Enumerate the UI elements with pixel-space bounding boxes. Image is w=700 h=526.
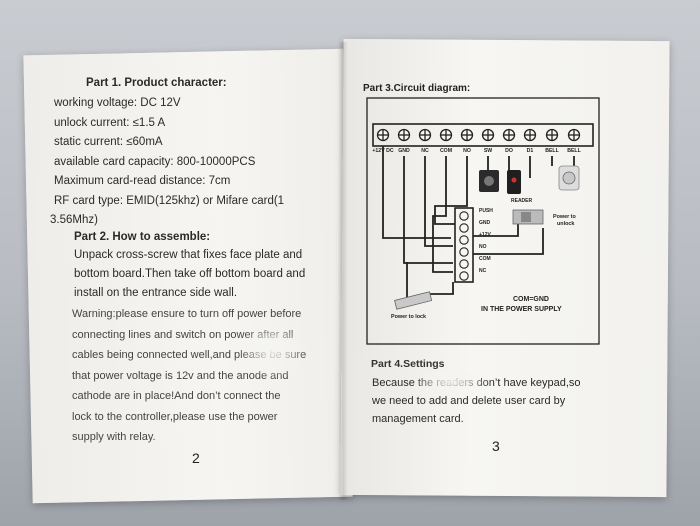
terminal-screw-icon: [439, 128, 453, 142]
connector-screws: [459, 211, 469, 281]
terminal-label: BELL: [567, 148, 581, 154]
terminal-screw-icon: [460, 128, 474, 142]
glare-smudge: [238, 320, 308, 380]
power-to-lock-label: Power to lock: [391, 314, 426, 320]
bell-icon: [558, 165, 580, 191]
spec-line: available card capacity: 800-10000PCS: [54, 155, 256, 168]
terminal-label: NC: [421, 148, 429, 154]
body-line: bottom board.Then take off bottom board …: [74, 268, 306, 280]
page-number-right: 3: [492, 438, 500, 454]
body-line: we need to add and delete user card by: [372, 395, 566, 407]
terminal-screw-icon: [567, 128, 581, 142]
circuit-diagram: +12V DC GND NC COM NO SW DO D1 BELL BELL: [366, 97, 600, 345]
page-fold: [338, 42, 348, 500]
power-to-unlock-label: unlock: [557, 221, 574, 227]
connector-label: NO: [479, 244, 487, 250]
part1-heading: Part 1. Product character:: [86, 77, 227, 89]
warning-line: supply with relay.: [72, 431, 156, 443]
terminal-label: DO: [505, 148, 513, 154]
connector-strip: [454, 207, 474, 283]
terminal-screw-icon: [397, 128, 411, 142]
warning-line: Warning:please ensure to turn off power …: [72, 308, 302, 320]
part4-heading: Part 4.Settings: [371, 358, 445, 370]
com-gnd-label: COM=GND: [513, 296, 549, 303]
part3-heading: Part 3.Circuit diagram:: [363, 83, 471, 94]
terminal-label: D1: [527, 148, 534, 154]
part2-heading: Part 2. How to assemble:: [74, 231, 211, 243]
glare-smudge: [412, 368, 492, 396]
wires: [382, 146, 575, 299]
terminal-screw-icon: [376, 128, 390, 142]
spec-line: 3.56Mhz): [50, 214, 98, 226]
screw-icon: [459, 247, 469, 257]
terminal-screw-icon: [418, 128, 432, 142]
terminal-screw-icon: [502, 128, 516, 142]
warning-line: that power voltage is 12v and the anode …: [72, 369, 289, 382]
screw-icon: [459, 211, 469, 221]
connector-label: GND: [479, 220, 491, 226]
terminal-screw-icon: [545, 128, 559, 142]
terminal-screw-icon: [481, 128, 495, 142]
terminal-label: NO: [463, 148, 471, 154]
terminal-block: [372, 123, 594, 147]
terminal-screw-icon: [523, 128, 537, 142]
screw-icon: [459, 223, 469, 233]
terminal-label: SW: [484, 148, 492, 154]
terminal-label: COM: [440, 148, 452, 154]
power-to-unlock-label: Power to: [553, 214, 576, 220]
body-line: Unpack cross-screw that fixes face plate…: [74, 249, 303, 261]
terminal-label: GND: [398, 148, 410, 154]
warning-line: connecting lines and switch on power aft…: [72, 328, 294, 341]
warning-line: cathode are in place!And don’t connect t…: [72, 390, 281, 402]
connector-label: PUSH: [479, 208, 493, 214]
connector-label: +12V: [479, 232, 491, 238]
screw-icon: [459, 235, 469, 245]
screw-icon: [459, 259, 469, 269]
com-gnd-label: IN THE POWER SUPPLY: [481, 306, 562, 313]
spec-line: unlock current: ≤1.5 A: [54, 116, 166, 129]
body-line: management card.: [372, 413, 464, 425]
spec-line: RF card type: EMID(125khz) or Mifare car…: [54, 194, 285, 207]
connector-label: COM: [479, 256, 491, 262]
screw-icon: [459, 271, 469, 281]
spec-line: static current: ≤60mA: [54, 136, 163, 148]
spec-line: working voltage: DC 12V: [54, 97, 181, 109]
reader-label: READER: [511, 198, 533, 204]
warning-text: Warning:please ensure to turn off power …: [72, 305, 306, 449]
exit-button-icon: [479, 170, 499, 192]
spec-line: Maximum card-read distance: 7cm: [54, 175, 231, 187]
page-number-left: 2: [192, 450, 200, 466]
specs-list: working voltage: DC 12V unlock current: …: [50, 94, 285, 231]
electric-strike-icon: [512, 209, 544, 225]
magnetic-lock-icon: [394, 291, 433, 310]
reader-icon: [507, 170, 521, 194]
part2-body: Unpack cross-screw that fixes face plate…: [74, 246, 305, 303]
connector-label: NC: [479, 268, 487, 274]
diagram-frame: [366, 97, 600, 345]
terminal-screws: [376, 128, 581, 142]
body-line: install on the entrance side wall.: [74, 287, 238, 299]
warning-line: lock to the controller,please use the po…: [72, 410, 278, 423]
terminal-label: BELL: [545, 148, 559, 154]
